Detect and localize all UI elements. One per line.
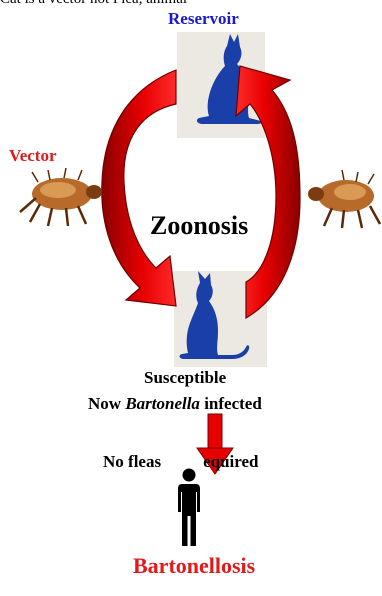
no-fleas-label: No fleas (103, 452, 161, 471)
required-label: equired (203, 452, 258, 471)
flea-icon (18, 168, 104, 228)
vector-label: Vector (9, 146, 57, 166)
pathogen-name: Bartonella (125, 394, 200, 413)
zoonosis-label: Zoonosis (150, 211, 248, 241)
right-cycle-arrow (236, 66, 300, 318)
infected-suffix: infected (200, 394, 262, 413)
left-cycle-arrow (102, 70, 176, 306)
person-icon (176, 468, 202, 548)
disease-label: Bartonellosis (133, 553, 255, 579)
infected-prefix: Now (88, 394, 125, 413)
flea-icon (310, 170, 382, 230)
susceptible-label: Susceptible (144, 368, 226, 388)
infected-status-text: Now Bartonella infected (88, 394, 262, 414)
